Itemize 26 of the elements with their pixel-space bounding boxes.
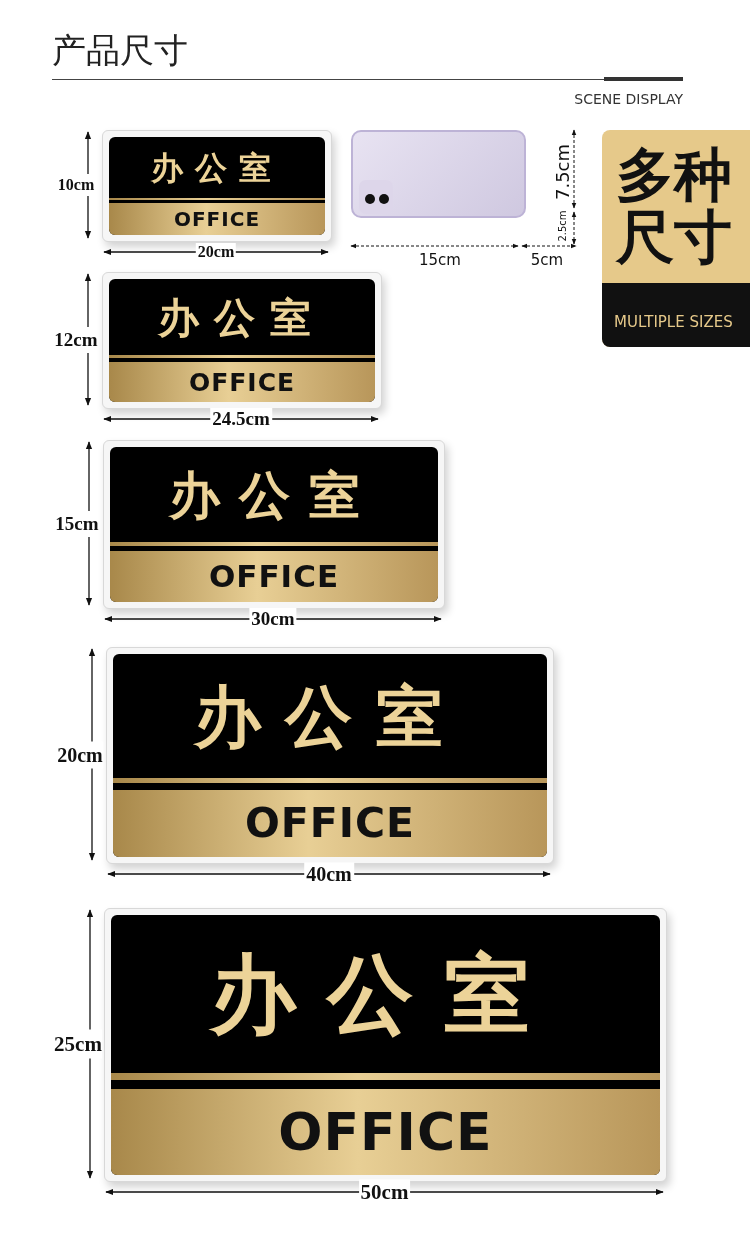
- office-sign: [103, 440, 445, 609]
- dimension-label: 20cm: [57, 741, 103, 768]
- dimension-label: 25cm: [54, 1029, 102, 1059]
- size-badge: [602, 130, 750, 347]
- sign-subtitle: OFFICE: [173, 207, 261, 231]
- dimension-label: 15cm: [55, 510, 99, 537]
- dimension-label: 2.5cm: [556, 208, 568, 244]
- sign-subtitle: OFFICE: [208, 558, 340, 594]
- office-sign: [102, 130, 332, 242]
- sign-subtitle: OFFICE: [188, 367, 296, 397]
- sign-title: 办公室: [169, 464, 379, 527]
- badge-heading: 多种尺寸: [616, 144, 733, 268]
- sign-title: 办公室: [210, 942, 561, 1046]
- sign-title: 办公室: [151, 148, 283, 189]
- sign-subtitle: OFFICE: [278, 1102, 493, 1162]
- sign-title: 办公室: [158, 292, 326, 344]
- page-title: 产品尺寸: [52, 29, 188, 72]
- dimension-label: 12cm: [54, 326, 98, 353]
- badge-subtitle: MULTIPLE SIZES: [614, 313, 733, 331]
- sign-subtitle: OFFICE: [244, 799, 416, 847]
- office-sign: [106, 647, 554, 864]
- office-sign: [102, 272, 382, 409]
- sign-title: 办公室: [193, 676, 467, 758]
- dimension-label: 10cm: [57, 174, 95, 196]
- office-sign: [104, 908, 667, 1182]
- section-subtitle: SCENE DISPLAY: [574, 91, 683, 107]
